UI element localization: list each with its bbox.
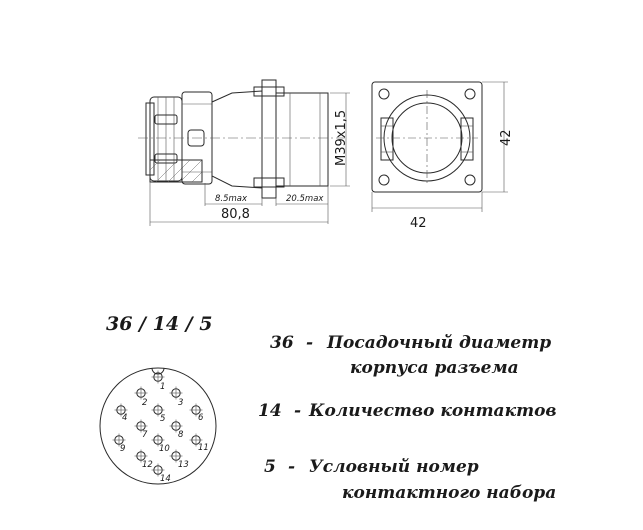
legend-item-36-line2: корпуса разъема [350, 358, 519, 378]
pin-layout-outline [99, 367, 217, 485]
clamp-screw [154, 114, 178, 125]
bracket-left [380, 117, 394, 161]
contact-pin: 6 [189, 403, 204, 423]
contact-pin: 13 [169, 449, 189, 470]
contact-pin: 10 [151, 433, 170, 454]
contact-pin: 1 [151, 370, 165, 392]
hatched-section [149, 159, 203, 183]
contact-pin: 5 [151, 403, 165, 424]
contact-pin-number: 14 [160, 474, 171, 484]
mounting-hole [378, 88, 390, 100]
mounting-flange [261, 79, 277, 199]
contact-pin-number: 11 [198, 443, 209, 453]
legend-number-36: 36 [270, 333, 294, 353]
contact-pin-number: 4 [122, 413, 127, 423]
contact-pin: 8 [169, 419, 184, 440]
legend-item-14-line1: Количество контактов [308, 401, 557, 421]
connector-code-label: 36 / 14 / 5 [106, 313, 212, 335]
legend-separator: - [306, 333, 313, 353]
mounting-hole [378, 174, 390, 186]
connector-front-view: 42 42 [371, 81, 514, 231]
legend-item-36-line1: Посадочный диаметр [326, 333, 551, 353]
legend-separator: - [288, 457, 295, 477]
contact-pin-number: 5 [160, 414, 165, 424]
legend-separator: - [294, 401, 301, 421]
clamp-screw [154, 153, 178, 164]
flange-screw-top [253, 86, 285, 97]
contact-pin-number: 9 [120, 444, 125, 454]
connector-side-view: M39x1,5 8.5max 20.5max 80,8 [138, 79, 350, 226]
thread-dimension-label: M39x1,5 [334, 110, 349, 166]
contact-pin-number: 7 [142, 430, 148, 440]
contact-pin: 14 [151, 463, 171, 484]
bracket-right [460, 117, 474, 161]
contact-pin: 12 [134, 449, 153, 470]
contact-pin-number: 10 [159, 444, 170, 454]
contact-pin: 7 [134, 419, 148, 440]
legend-number-5: 5 [264, 457, 276, 477]
contact-pin-number: 8 [178, 430, 184, 440]
contact-pin-number: 2 [142, 398, 147, 408]
dimension-20-5-max: 20.5max [286, 194, 324, 204]
code-legend: 36 - Посадочный диаметр корпуса разъема … [258, 333, 557, 503]
contact-pin-number: 1 [160, 382, 165, 392]
legend-item-5-line2: контактного набора [342, 483, 556, 503]
flange-screw-bottom [253, 177, 285, 188]
front-width-label: 42 [410, 216, 427, 231]
contact-pin-number: 13 [178, 460, 189, 470]
contact-pin: 3 [169, 386, 183, 408]
contact-pin: 9 [112, 433, 126, 454]
contact-pin-number: 3 [178, 398, 183, 408]
flange-plate [371, 81, 483, 193]
legend-number-14: 14 [258, 401, 282, 421]
overall-length-dimension: 80,8 [221, 207, 250, 222]
mounting-hole [464, 88, 476, 100]
contact-pin: 4 [114, 403, 128, 423]
contact-pin: 2 [134, 386, 148, 408]
tapered-body [211, 90, 263, 189]
contact-pin: 11 [189, 433, 209, 453]
legend-item-5-line1: Условный номер [309, 457, 479, 477]
mounting-hole [464, 174, 476, 186]
contact-pin-number: 6 [198, 413, 204, 423]
contact-pin-number: 12 [142, 460, 153, 470]
front-shell [275, 92, 329, 187]
dimension-8-5-max: 8.5max [215, 194, 248, 204]
front-height-label: 42 [499, 129, 514, 146]
